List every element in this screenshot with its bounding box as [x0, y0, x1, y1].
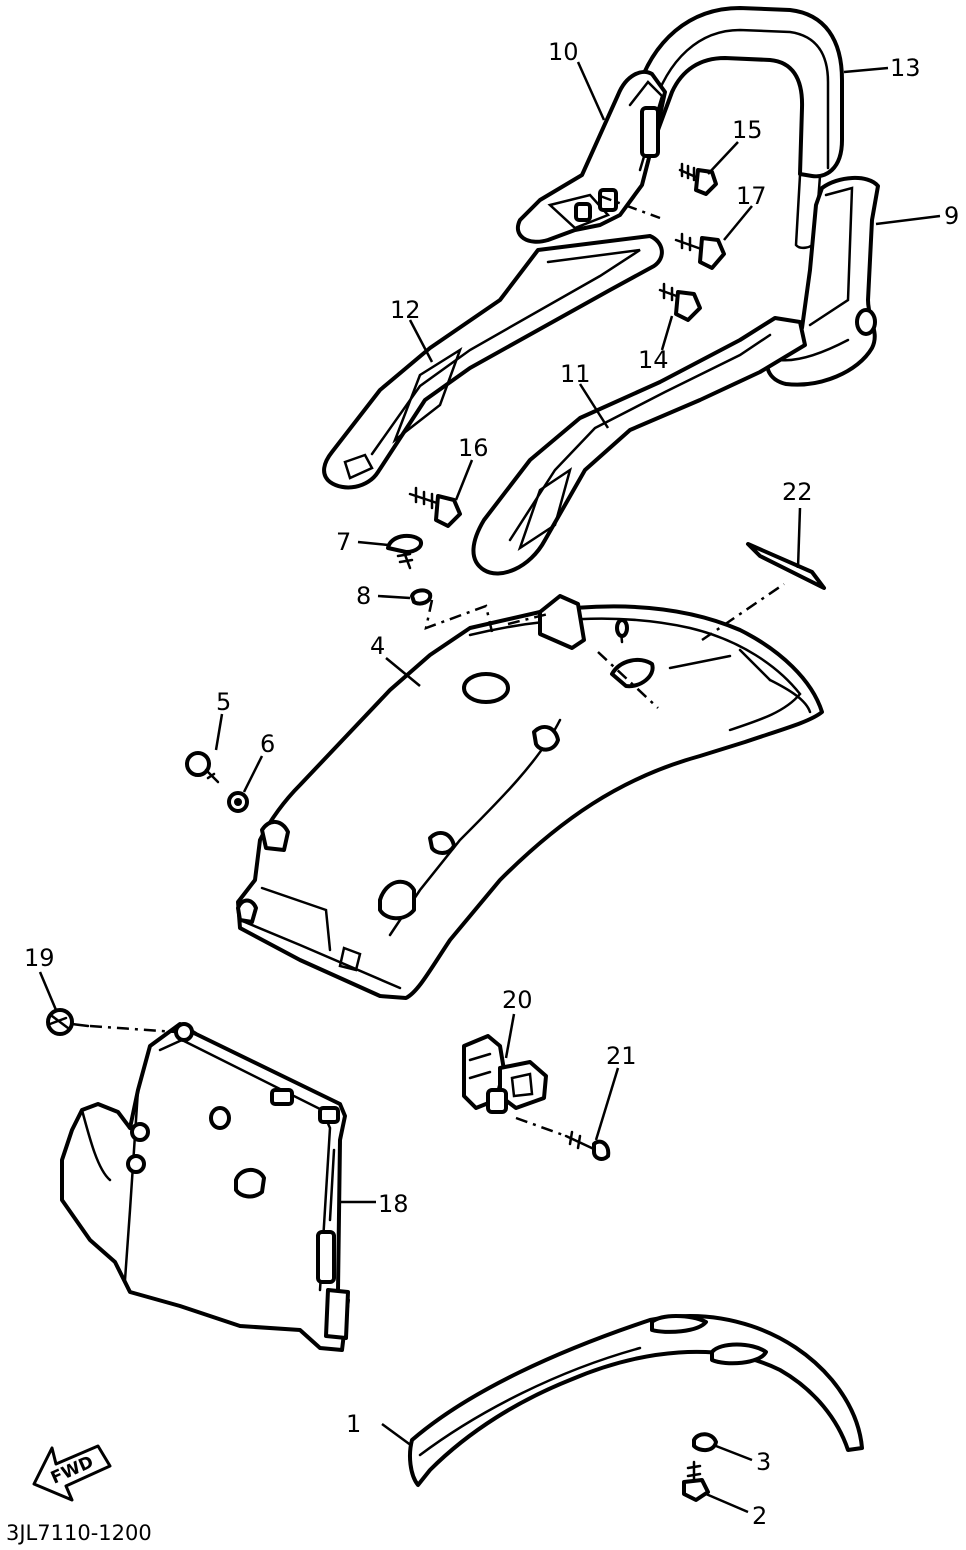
inner-fender-part-18	[60, 1022, 350, 1352]
callout-3: 3	[756, 1448, 771, 1476]
callout-1: 1	[346, 1410, 361, 1438]
bolt-part-16	[408, 486, 462, 528]
clip-part-19	[46, 1008, 90, 1036]
bolt-part-15	[678, 162, 718, 196]
nut-part-6	[227, 791, 249, 813]
callout-9: 9	[944, 202, 959, 230]
callout-22: 22	[782, 478, 813, 506]
assembly-lines	[89, 194, 785, 1138]
bolt-part-7	[386, 533, 423, 570]
callout-8: 8	[356, 582, 371, 610]
diagram-code: 3JL7110-1200	[6, 1521, 152, 1545]
callout-6: 6	[260, 730, 275, 758]
callout-11: 11	[560, 360, 591, 388]
fwd-direction-arrow: FWD	[32, 1444, 112, 1502]
grab-rail-part-12	[322, 234, 664, 490]
grab-bar-top-part-13	[634, 6, 844, 250]
trim-strip-part-22	[746, 542, 826, 590]
light-assembly-part-20	[462, 1034, 548, 1114]
callout-7: 7	[336, 528, 351, 556]
callout-4: 4	[370, 632, 385, 660]
rear-fender-part-4	[236, 594, 824, 1000]
callout-20: 20	[502, 986, 533, 1014]
grab-rail-part-11	[471, 316, 807, 576]
bolt-part-5	[185, 751, 220, 784]
callout-16: 16	[458, 434, 489, 462]
bolt-part-14	[658, 282, 702, 322]
callout-13: 13	[890, 54, 921, 82]
leader-lines	[38, 61, 941, 1514]
nut-part-3	[692, 1432, 718, 1453]
callout-5: 5	[216, 688, 231, 716]
callout-19: 19	[24, 944, 55, 972]
callout-18: 18	[378, 1190, 409, 1218]
callout-2: 2	[752, 1502, 767, 1530]
nut-part-8	[410, 588, 433, 606]
callout-15: 15	[732, 116, 763, 144]
callout-12: 12	[390, 296, 421, 324]
bolt-part-17	[674, 232, 726, 270]
bolt-part-2	[682, 1460, 710, 1502]
front-fender-part-1	[408, 1314, 864, 1487]
callout-10: 10	[548, 38, 579, 66]
screw-part-21	[564, 1130, 611, 1161]
callout-14: 14	[638, 346, 669, 374]
callout-21: 21	[606, 1042, 637, 1070]
callout-labels: 1 2 3 4 5 6 7 8 9 10 11 12 13 14 15 16 1…	[24, 38, 959, 1530]
callout-17: 17	[736, 182, 767, 210]
side-bracket-part-10	[516, 69, 667, 244]
